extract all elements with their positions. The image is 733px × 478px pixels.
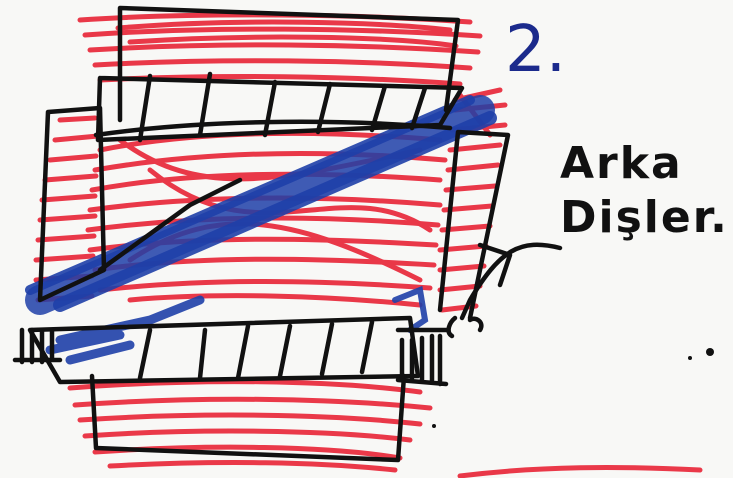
pointer-arrow-curl <box>449 318 482 336</box>
stray-red-stroke <box>460 468 700 476</box>
figure-number: 2. <box>505 18 566 82</box>
annotation-line-2: Dişler. <box>560 196 729 240</box>
bottom-gear-teeth <box>140 322 372 378</box>
bottom-block-fill <box>70 382 430 470</box>
top-block-fill <box>80 15 480 84</box>
stray-dots <box>432 348 714 428</box>
annotation-line-1: Arka <box>560 142 683 186</box>
